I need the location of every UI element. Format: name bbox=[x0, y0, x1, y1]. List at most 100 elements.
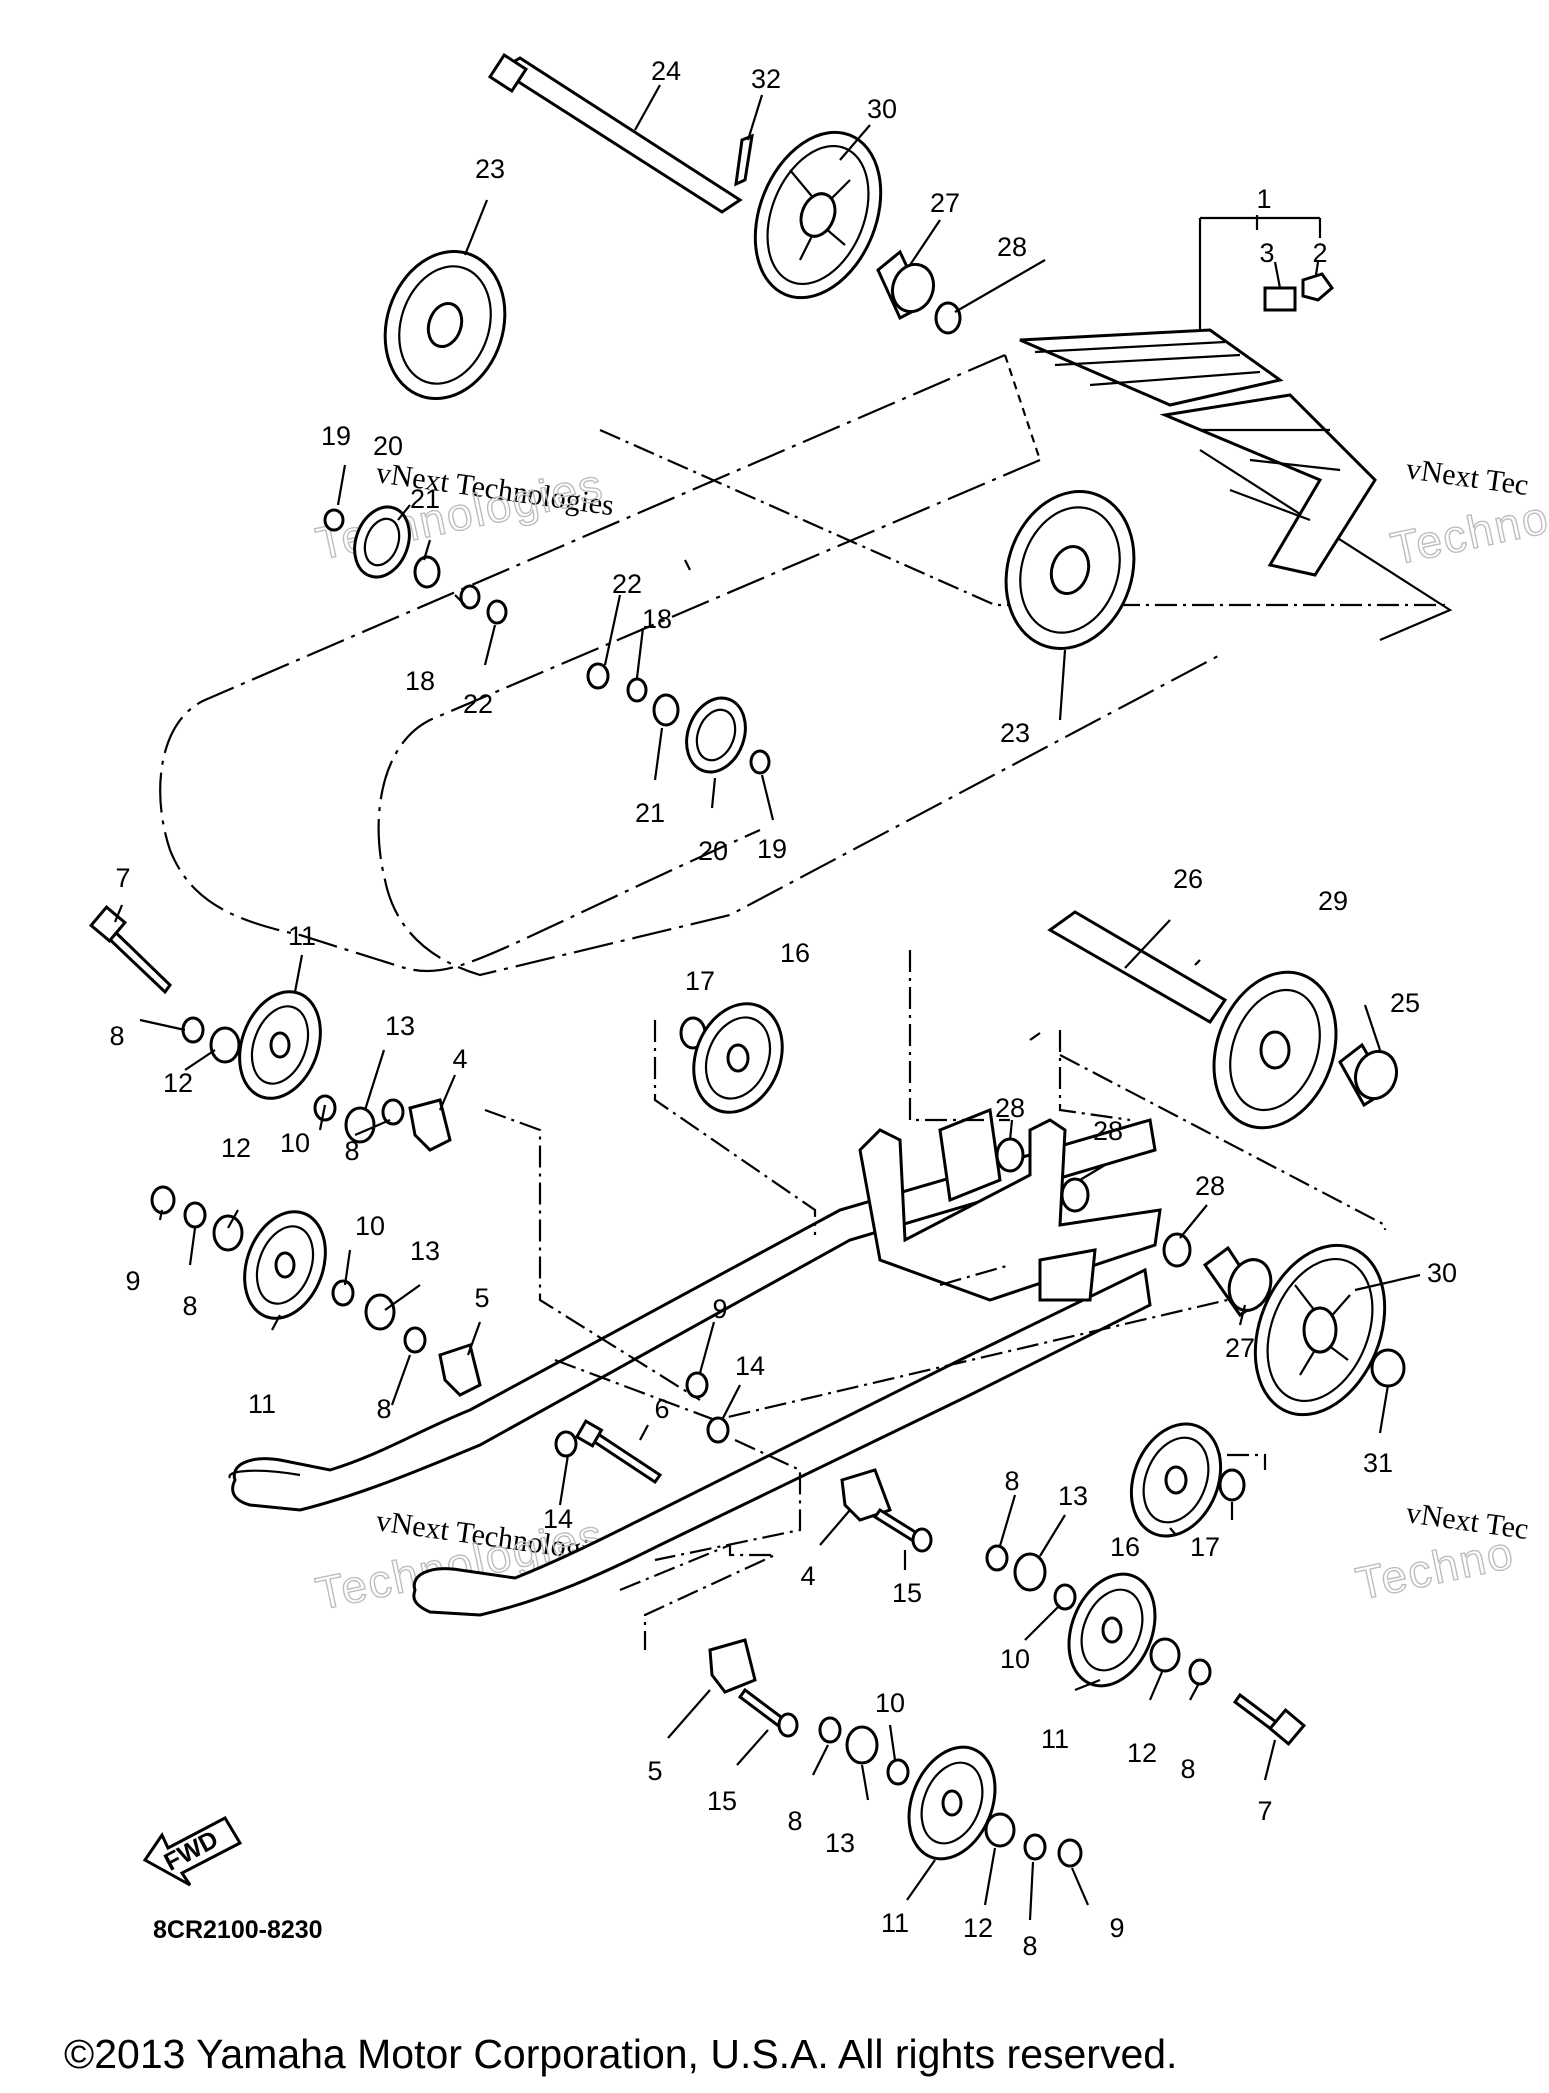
callout-27-top: 27 bbox=[930, 188, 960, 218]
washer-17-lower bbox=[1218, 1468, 1246, 1502]
callout-9-c: 9 bbox=[1109, 1913, 1124, 1943]
callout-22-upper: 22 bbox=[463, 689, 493, 719]
callout-28-c: 28 bbox=[1093, 1116, 1123, 1146]
callout-13-a: 13 bbox=[385, 1011, 415, 1041]
callout-21-upper: 21 bbox=[410, 484, 440, 514]
washer-18-upper bbox=[459, 584, 481, 610]
spacer-25 bbox=[1338, 1042, 1399, 1108]
circlip-22-upper bbox=[486, 599, 508, 625]
collar-14-a bbox=[706, 1416, 730, 1444]
washer-8-d bbox=[403, 1326, 427, 1354]
nut-9-c bbox=[1057, 1838, 1083, 1868]
rear-suspension-frame bbox=[858, 1107, 1162, 1302]
bolt-7-upper bbox=[88, 904, 172, 995]
washer-8-a bbox=[181, 1016, 205, 1044]
callout-31: 31 bbox=[1363, 1448, 1393, 1478]
callout-3: 3 bbox=[1259, 238, 1274, 268]
callout-12-a: 12 bbox=[163, 1068, 193, 1098]
callout-10-c: 10 bbox=[1000, 1644, 1030, 1674]
watermark-bottom-right: vNext Tec Techno bbox=[1351, 1496, 1531, 1610]
callout-11-b: 11 bbox=[248, 1389, 276, 1419]
washer-28-b bbox=[995, 1137, 1025, 1173]
wheel-11-d bbox=[907, 1745, 997, 1861]
callout-16-lower: 16 bbox=[1110, 1532, 1140, 1562]
callout-10-d: 10 bbox=[875, 1688, 905, 1718]
collar-12-d bbox=[984, 1812, 1016, 1848]
drive-sprocket-30-top bbox=[753, 130, 883, 300]
svg-text:vNext Tec: vNext Tec bbox=[1404, 452, 1531, 502]
callout-17-lower: 17 bbox=[1190, 1532, 1220, 1562]
nut-9-b bbox=[685, 1371, 709, 1399]
collar-12-a bbox=[209, 1026, 241, 1064]
circlip-19-lower bbox=[749, 749, 771, 775]
callout-4-b: 4 bbox=[800, 1561, 815, 1591]
idler-wheel-23-top bbox=[383, 249, 507, 401]
callout-12-d: 12 bbox=[963, 1913, 993, 1943]
bolt-15-a bbox=[872, 1507, 933, 1553]
key-32 bbox=[734, 133, 754, 187]
bearing-21-upper bbox=[413, 555, 441, 589]
callout-5-b: 5 bbox=[647, 1756, 662, 1786]
callout-27-lower: 27 bbox=[1225, 1333, 1255, 1363]
callout-11-a: 11 bbox=[288, 921, 316, 951]
washer-8-f bbox=[1188, 1658, 1212, 1686]
callout-29: 29 bbox=[1318, 886, 1348, 916]
drive-sprocket-30-lower bbox=[1253, 1243, 1387, 1417]
rear-idler-wheel-29 bbox=[1212, 970, 1338, 1130]
track-clip-2 bbox=[1301, 272, 1335, 302]
collar-13-d bbox=[845, 1725, 879, 1765]
washer-8-g bbox=[818, 1716, 842, 1744]
callout-5-a: 5 bbox=[474, 1283, 489, 1313]
front-axle-24 bbox=[487, 52, 743, 214]
callout-leaders bbox=[113, 84, 1421, 1921]
track-belt bbox=[159, 353, 1453, 977]
spacer-27-top bbox=[876, 249, 936, 321]
callout-23-top: 23 bbox=[475, 154, 505, 184]
wheel-20-lower bbox=[685, 696, 747, 774]
callout-15-a: 15 bbox=[892, 1578, 922, 1608]
svg-text:Techno: Techno bbox=[1351, 1526, 1519, 1610]
callout-19-lower: 19 bbox=[757, 834, 787, 864]
callout-15-b: 15 bbox=[707, 1786, 737, 1816]
washer-8-b bbox=[381, 1098, 405, 1126]
bushing-10-b bbox=[331, 1279, 355, 1307]
slide-rail-right bbox=[412, 1267, 1152, 1617]
callout-18-upper: 18 bbox=[405, 666, 435, 696]
callout-13-d: 13 bbox=[825, 1828, 855, 1858]
callout-21-lower: 21 bbox=[635, 798, 665, 828]
collar-14-b bbox=[554, 1430, 578, 1458]
collar-13-a bbox=[344, 1106, 376, 1144]
callout-8-b: 8 bbox=[344, 1136, 359, 1166]
callout-8-a: 8 bbox=[109, 1021, 124, 1051]
rear-axle-26 bbox=[1047, 910, 1228, 1024]
circlip-19-upper bbox=[323, 508, 345, 532]
wheel-11-a bbox=[238, 990, 322, 1100]
assembly-leaders bbox=[484, 428, 1450, 1650]
svg-text:Techno: Techno bbox=[1386, 491, 1549, 575]
callout-8-g: 8 bbox=[787, 1806, 802, 1836]
washer-28-d bbox=[1162, 1232, 1192, 1268]
callout-13-b: 13 bbox=[410, 1236, 440, 1266]
callout-23-mid: 23 bbox=[1000, 718, 1030, 748]
callout-12-b: 12 bbox=[221, 1133, 251, 1163]
washer-8-h bbox=[1023, 1833, 1047, 1861]
callout-9-a: 9 bbox=[125, 1266, 140, 1296]
wheel-20-upper bbox=[353, 505, 411, 579]
callout-7-lower: 7 bbox=[1257, 1796, 1272, 1826]
callout-8-h: 8 bbox=[1022, 1931, 1037, 1961]
callout-30-top: 30 bbox=[867, 94, 897, 124]
callout-4-a: 4 bbox=[452, 1044, 467, 1074]
callout-12-c: 12 bbox=[1127, 1738, 1157, 1768]
bracket-5-b bbox=[708, 1638, 757, 1694]
callout-22-lower: 22 bbox=[612, 569, 642, 599]
callout-9-b: 9 bbox=[712, 1294, 727, 1324]
collar-13-b bbox=[364, 1293, 396, 1331]
callout-14-b: 14 bbox=[543, 1504, 573, 1534]
collar-13-c bbox=[1013, 1552, 1047, 1592]
slide-rail-left bbox=[228, 1118, 1157, 1512]
callout-7-upper: 7 bbox=[115, 863, 130, 893]
callout-11-c: 11 bbox=[1041, 1724, 1069, 1754]
callout-30-lower: 30 bbox=[1427, 1258, 1457, 1288]
callout-10-b: 10 bbox=[355, 1211, 385, 1241]
